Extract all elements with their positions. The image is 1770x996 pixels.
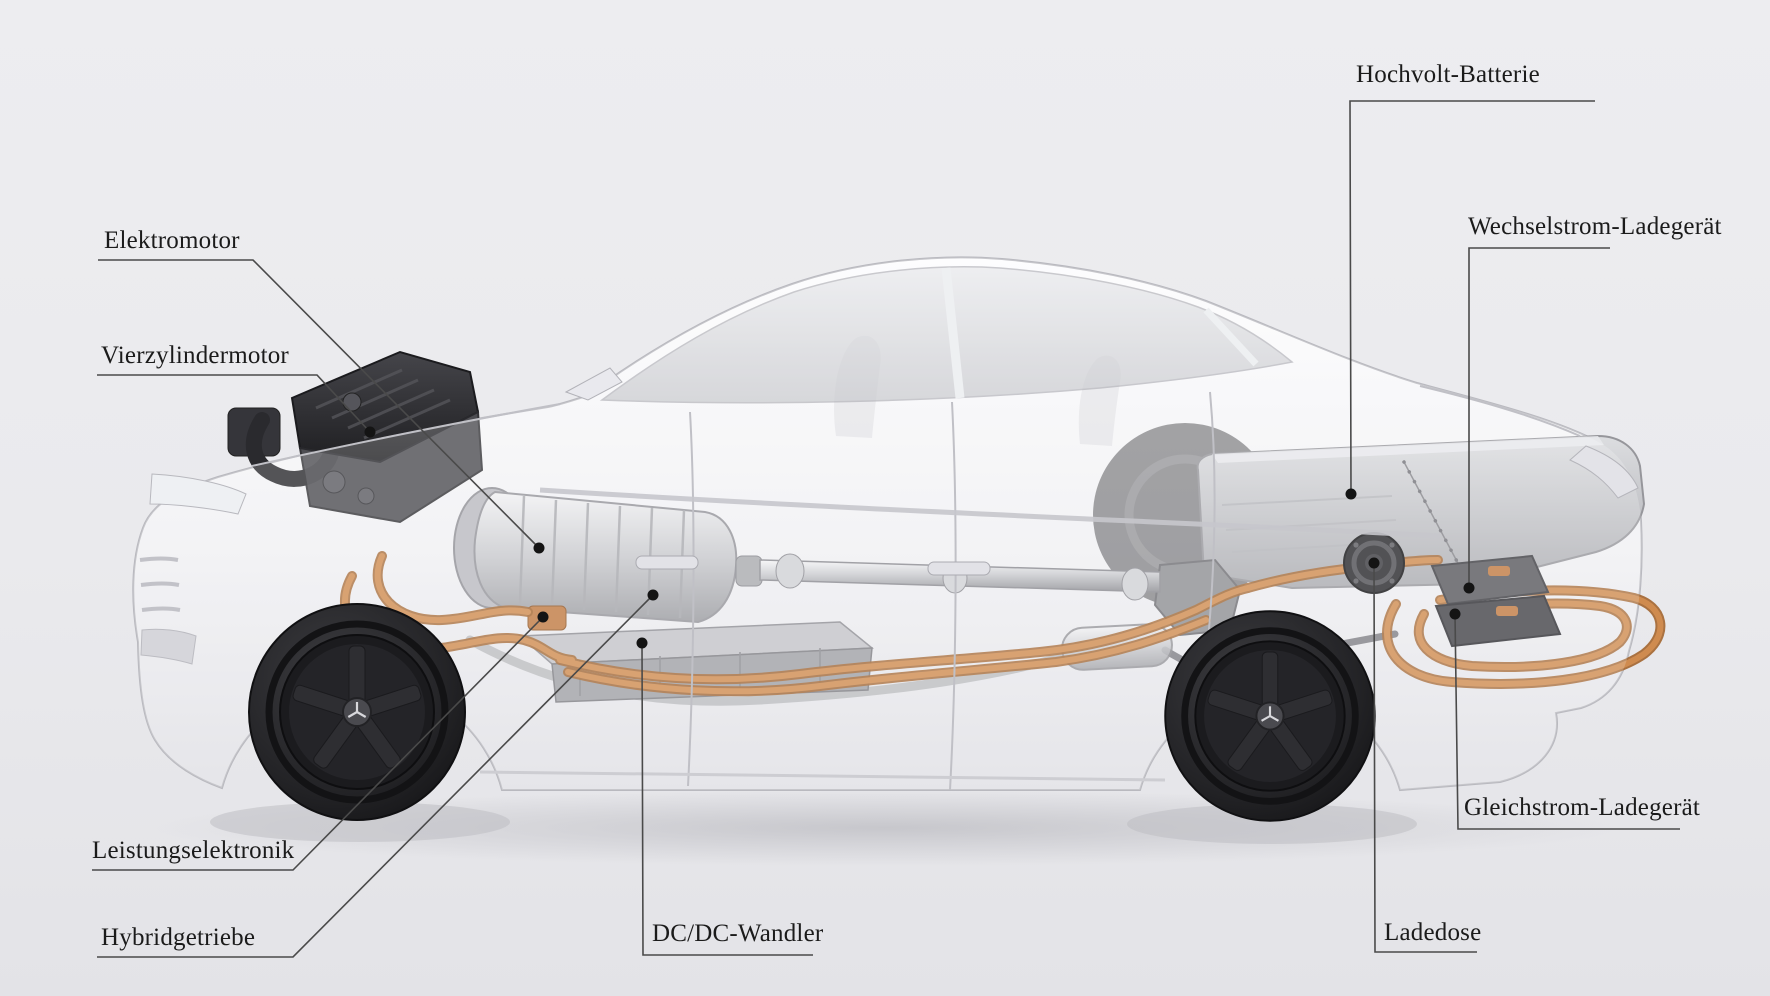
body-linework: [139, 367, 1639, 791]
dot-vierzylindermotor: [364, 426, 376, 438]
trunk-seam: [1419, 385, 1581, 437]
label-dcdc-wandler: DC/DC-Wandler: [652, 920, 824, 947]
front-wheel: [249, 604, 465, 820]
leader-hybridgetriebe: [97, 594, 654, 958]
combustion-engine: [227, 350, 484, 524]
door-seam: [949, 401, 957, 791]
dot-ladedose: [1368, 557, 1380, 569]
dot-wechselstrom-ladegeraet: [1463, 582, 1475, 594]
taillight: [1569, 445, 1639, 499]
bumper-intake: [140, 628, 197, 665]
dot-dcdc-wandler: [636, 637, 648, 649]
b-pillar: [941, 267, 965, 399]
front-door-handle: [635, 555, 699, 570]
leader-gleichstrom-ladegeraet: [1454, 613, 1680, 830]
rear-wheel: [1165, 611, 1375, 821]
beltline-trim: [539, 487, 1441, 539]
ac-charger-box: [1430, 554, 1550, 606]
label-elektromotor: Elektromotor: [104, 227, 240, 254]
dot-elektromotor: [533, 542, 545, 554]
hood-seam: [251, 403, 561, 467]
dot-leistungselektronik: [537, 611, 549, 623]
headlight: [149, 473, 247, 515]
onboard-chargers: [1430, 554, 1562, 648]
grille-louvers: [139, 556, 181, 612]
label-wechselstrom-ladegeraet: Wechselstrom-Ladegerät: [1468, 213, 1722, 240]
leader-hochvolt-batterie: [1349, 100, 1595, 495]
label-vierzylindermotor: Vierzylindermotor: [101, 342, 289, 369]
engine-block: [298, 410, 484, 524]
label-gleichstrom-ladegeraet: Gleichstrom-Ladegerät: [1464, 794, 1701, 821]
c-pillar: [1203, 307, 1259, 367]
dc-charger-box: [1434, 594, 1562, 648]
leader-lines: [92, 100, 1680, 958]
leader-elektromotor: [98, 259, 540, 549]
hv-cables: [340, 551, 1666, 697]
rocker-trim: [479, 770, 1166, 782]
label-leistungselektronik: Leistungselektronik: [92, 837, 295, 864]
electric-motor-housing: [473, 490, 738, 624]
label-hybridgetriebe: Hybridgetriebe: [101, 924, 256, 951]
hv-battery: [1196, 434, 1646, 590]
rear-door-handle: [927, 561, 991, 576]
leader-wechselstrom-ladegeraet: [1468, 247, 1610, 588]
dot-hybridgetriebe: [647, 589, 659, 601]
hybrid-transmission: [453, 487, 763, 631]
label-hochvolt-batterie: Hochvolt-Batterie: [1356, 61, 1540, 88]
label-ladedose: Ladedose: [1384, 919, 1482, 946]
greenhouse: [599, 266, 1294, 404]
leader-dcdc-wandler: [641, 642, 813, 956]
label-dots: [364, 426, 1475, 649]
leader-leistungselektronik: [92, 616, 544, 871]
side-mirror: [564, 367, 623, 401]
dot-gleichstrom-ladegeraet: [1449, 608, 1461, 620]
dot-hochvolt-batterie: [1345, 488, 1357, 500]
leader-ladedose: [1373, 562, 1477, 953]
front-door-seam: [687, 411, 695, 787]
leader-vierzylindermotor: [97, 374, 371, 433]
battery-rivet-seam: [1402, 460, 1470, 584]
